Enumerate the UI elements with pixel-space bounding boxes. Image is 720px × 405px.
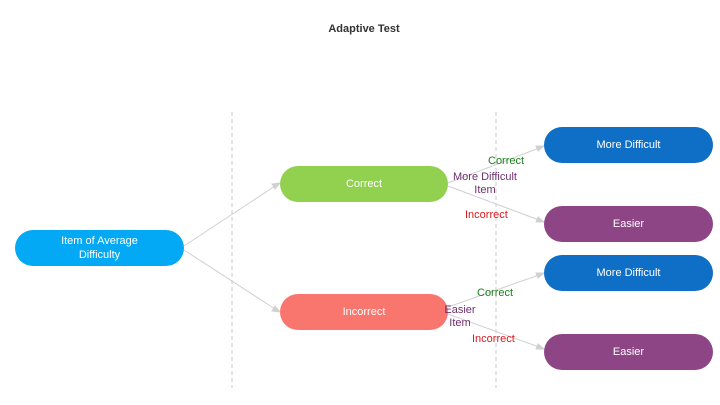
edge-label-lower-correct: Correct — [477, 287, 514, 299]
node-incorrect-more-difficult: More Difficult — [544, 255, 713, 291]
edge-label-lower-incorrect: Incorrect — [472, 333, 515, 345]
edge-label-upper-incorrect: Incorrect — [465, 209, 508, 221]
edge-label-upper-note: More Difficult Item — [453, 171, 517, 196]
node-start-label: Item of Average Difficulty — [61, 235, 138, 261]
node-correct-label: Correct — [345, 178, 383, 190]
node-correct: Correct — [280, 166, 448, 202]
node-start: Item of Average Difficulty — [15, 230, 184, 266]
arrowhead-icon — [271, 182, 282, 190]
node-correct-more-difficult-label: More Difficult — [596, 139, 661, 151]
node-correct-easier: Easier — [544, 206, 713, 242]
edge-correct-to-easier — [447, 185, 540, 221]
diagram-title: Adaptive Test — [328, 23, 400, 35]
edge-incorrect-to-more-difficult — [447, 274, 540, 308]
edge-label-lower-note: Easier Item — [444, 304, 476, 329]
node-incorrect-more-difficult-label: More Difficult — [596, 267, 661, 279]
node-incorrect: Incorrect — [280, 294, 448, 330]
arrowhead-icon — [535, 216, 546, 223]
node-incorrect-easier: Easier — [544, 334, 713, 370]
node-correct-more-difficult: More Difficult — [544, 127, 713, 163]
edge-start-to-incorrect — [183, 249, 276, 310]
edge-correct-to-more-difficult — [447, 147, 540, 184]
node-incorrect-easier-label: Easier — [612, 346, 645, 358]
arrowhead-icon — [535, 343, 546, 350]
node-incorrect-label: Incorrect — [342, 306, 386, 318]
edge-start-to-correct — [183, 185, 276, 247]
arrowhead-icon — [535, 272, 546, 279]
node-correct-easier-label: Easier — [612, 218, 645, 230]
edge-incorrect-to-easier — [447, 313, 540, 348]
arrowhead-icon — [535, 145, 546, 152]
arrowhead-icon — [271, 305, 282, 313]
edge-label-upper-correct: Correct — [488, 155, 525, 167]
